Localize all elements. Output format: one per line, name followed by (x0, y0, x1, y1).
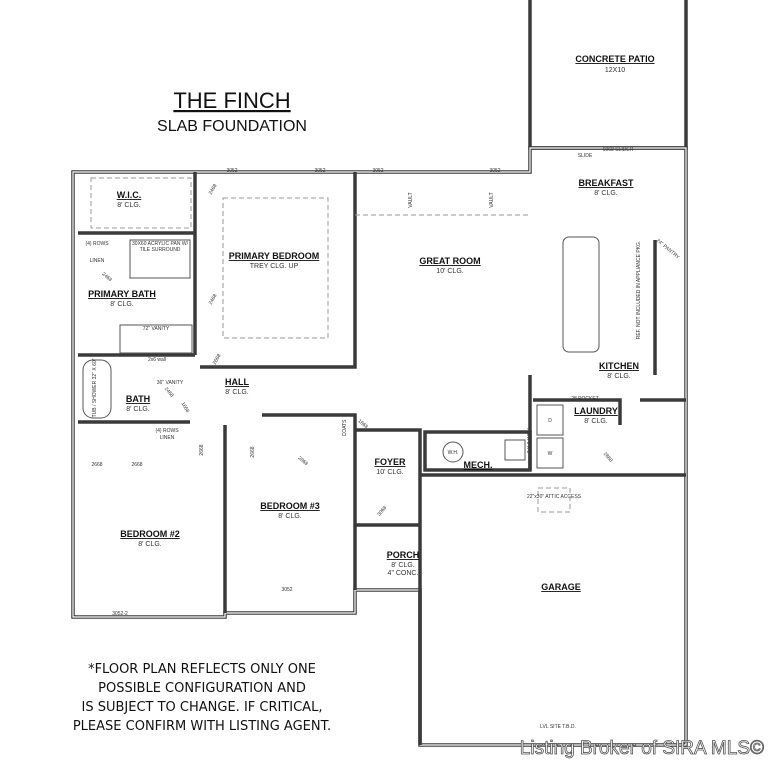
room-label-mech: MECH. (464, 460, 493, 470)
dashed-outlines (90, 177, 571, 513)
shower-label: 30X60 ACRYLIC PAN W/ TILE SURROUND (132, 241, 188, 253)
room-detail-great-room: 10' CLG. (436, 268, 463, 275)
room-detail-breakfast: 8' CLG. (594, 190, 618, 197)
water-heater-label: W.H. (448, 450, 459, 456)
ref-note: REF. NOT INCLUDED IN APPLIANCE PKG. (636, 241, 642, 340)
dryer-label: D (548, 418, 552, 424)
rows-label: (4) ROWS (155, 428, 179, 434)
door-label: 2668 (212, 353, 223, 366)
room-detail-hall: 8' CLG. (225, 389, 249, 396)
window-label: 3052 (281, 587, 292, 593)
door-label: 2668 (199, 444, 205, 455)
door-label: 2868 (602, 451, 614, 464)
door-label: 1668 (179, 401, 190, 414)
note-line: POSSIBLE CONFIGURATION AND (98, 681, 306, 696)
linen-label: LINEN (160, 435, 175, 441)
pocket-door-label: 28 POCKET (571, 396, 599, 402)
room-label-concrete-patio: CONCRETE PATIO (575, 54, 654, 64)
washer-label: W (548, 451, 553, 457)
slider-label: 6068 SLIDER (603, 147, 634, 153)
window-label: 3052-2 (112, 611, 128, 617)
watermark: Listing Broker of SIRA MLS© (520, 738, 764, 759)
window-label: 3052 (314, 168, 325, 174)
slide-label: SLIDE (578, 153, 593, 159)
room-label-bedroom-2: BEDROOM #2 (120, 529, 180, 539)
wall-label: 2 X 6 WALL (527, 427, 533, 454)
room-detail-porch: 8' CLG. (391, 562, 415, 569)
room-detail-bath: 8' CLG. (126, 406, 150, 413)
window-label: 3052 (489, 168, 500, 174)
vanity-36-label: 36" VANITY (157, 380, 184, 386)
pantry-label: 24" PANTRY (655, 238, 681, 261)
room-detail-primary-bath: 8' CLG. (110, 301, 134, 308)
door-label: 2468 (208, 183, 219, 196)
room-label-hall: HALL (225, 377, 249, 387)
room-label-laundry: LAUNDRY (574, 406, 618, 416)
room-label-breakfast: BREAKFAST (578, 178, 634, 188)
wall-2x6-label: 2x6 wall (148, 357, 166, 363)
room-detail-laundry: 8' CLG. (584, 418, 608, 425)
room-label-garage: GARAGE (541, 582, 581, 592)
disclaimer-note: *FLOOR PLAN REFLECTS ONLY ONE POSSIBLE C… (73, 662, 331, 734)
room-label-kitchen: KITCHEN (599, 361, 639, 371)
plan-title: THE FINCH (173, 88, 290, 113)
linen-label: LINEN (90, 258, 105, 264)
room-label-bedroom-3: BEDROOM #3 (260, 501, 320, 511)
room-detail-concrete-patio: 12X10 (605, 67, 625, 74)
door-label: 2468 (100, 271, 113, 283)
window-label: 3052 (226, 168, 237, 174)
room-label-primary-bedroom: PRIMARY BEDROOM (229, 251, 320, 261)
shower-label-box: 30X60 ACRYLIC PAN W/ TILE SURROUND (132, 241, 188, 253)
vault-label: VAULT (489, 192, 495, 207)
vault-label: VAULT (408, 192, 414, 207)
room-label-primary-bath: PRIMARY BATH (88, 289, 156, 299)
door-label: 1668 (356, 418, 369, 430)
window-label: 3052 (372, 168, 383, 174)
note-line: IS SUBJECT TO CHANGE. IF CRITICAL, (82, 700, 323, 715)
note-line: *FLOOR PLAN REFLECTS ONLY ONE (88, 662, 316, 677)
attic-access-label: 22"x30" ATTIC ACCESS (527, 494, 582, 500)
room-detail2-porch: 4" CONC. (388, 570, 419, 577)
door-label: 2668 (91, 462, 102, 468)
room-detail-kitchen: 8' CLG. (607, 373, 631, 380)
door-label: 2668 (250, 446, 256, 457)
door-label: 2468 (163, 386, 175, 399)
door-label: 2468 (208, 293, 219, 306)
room-detail-bedroom-2: 8' CLG. (138, 541, 162, 548)
room-label-great-room: GREAT ROOM (419, 256, 480, 266)
room-label-foyer: FOYER (374, 457, 406, 467)
note-line: PLEASE CONFIRM WITH LISTING AGENT. (73, 719, 331, 734)
exterior-walls (71, 0, 688, 747)
door-label: 2868 (296, 455, 309, 467)
room-label-wic: W.I.C. (117, 190, 142, 200)
interior-walls (78, 172, 686, 745)
coats-label: COATS (342, 419, 348, 437)
room-label-bath: BATH (126, 394, 150, 404)
rows-label: (4) ROWS (85, 241, 109, 247)
room-label-porch: PORCH (387, 550, 420, 560)
door-label: 3068 (376, 505, 388, 518)
vanity-72-label: 72" VANITY (143, 326, 170, 332)
room-detail-primary-bedroom: TREY CLG. UP (250, 263, 299, 270)
annotations: 3052 3052 3052 3052 3052 3052-2 SLIDE 60… (85, 147, 681, 730)
tub-shower-label: TUB / SHOWER 32" X 60" (92, 358, 98, 417)
room-detail-foyer: 10' CLG. (376, 469, 403, 476)
room-detail-bedroom-3: 8' CLG. (278, 513, 302, 520)
plan-subtitle: SLAB FOUNDATION (157, 118, 307, 135)
site-label: LVL SITE T.B.D. (540, 724, 576, 730)
door-label: 2668 (131, 462, 142, 468)
room-detail-wic: 8' CLG. (117, 202, 141, 209)
